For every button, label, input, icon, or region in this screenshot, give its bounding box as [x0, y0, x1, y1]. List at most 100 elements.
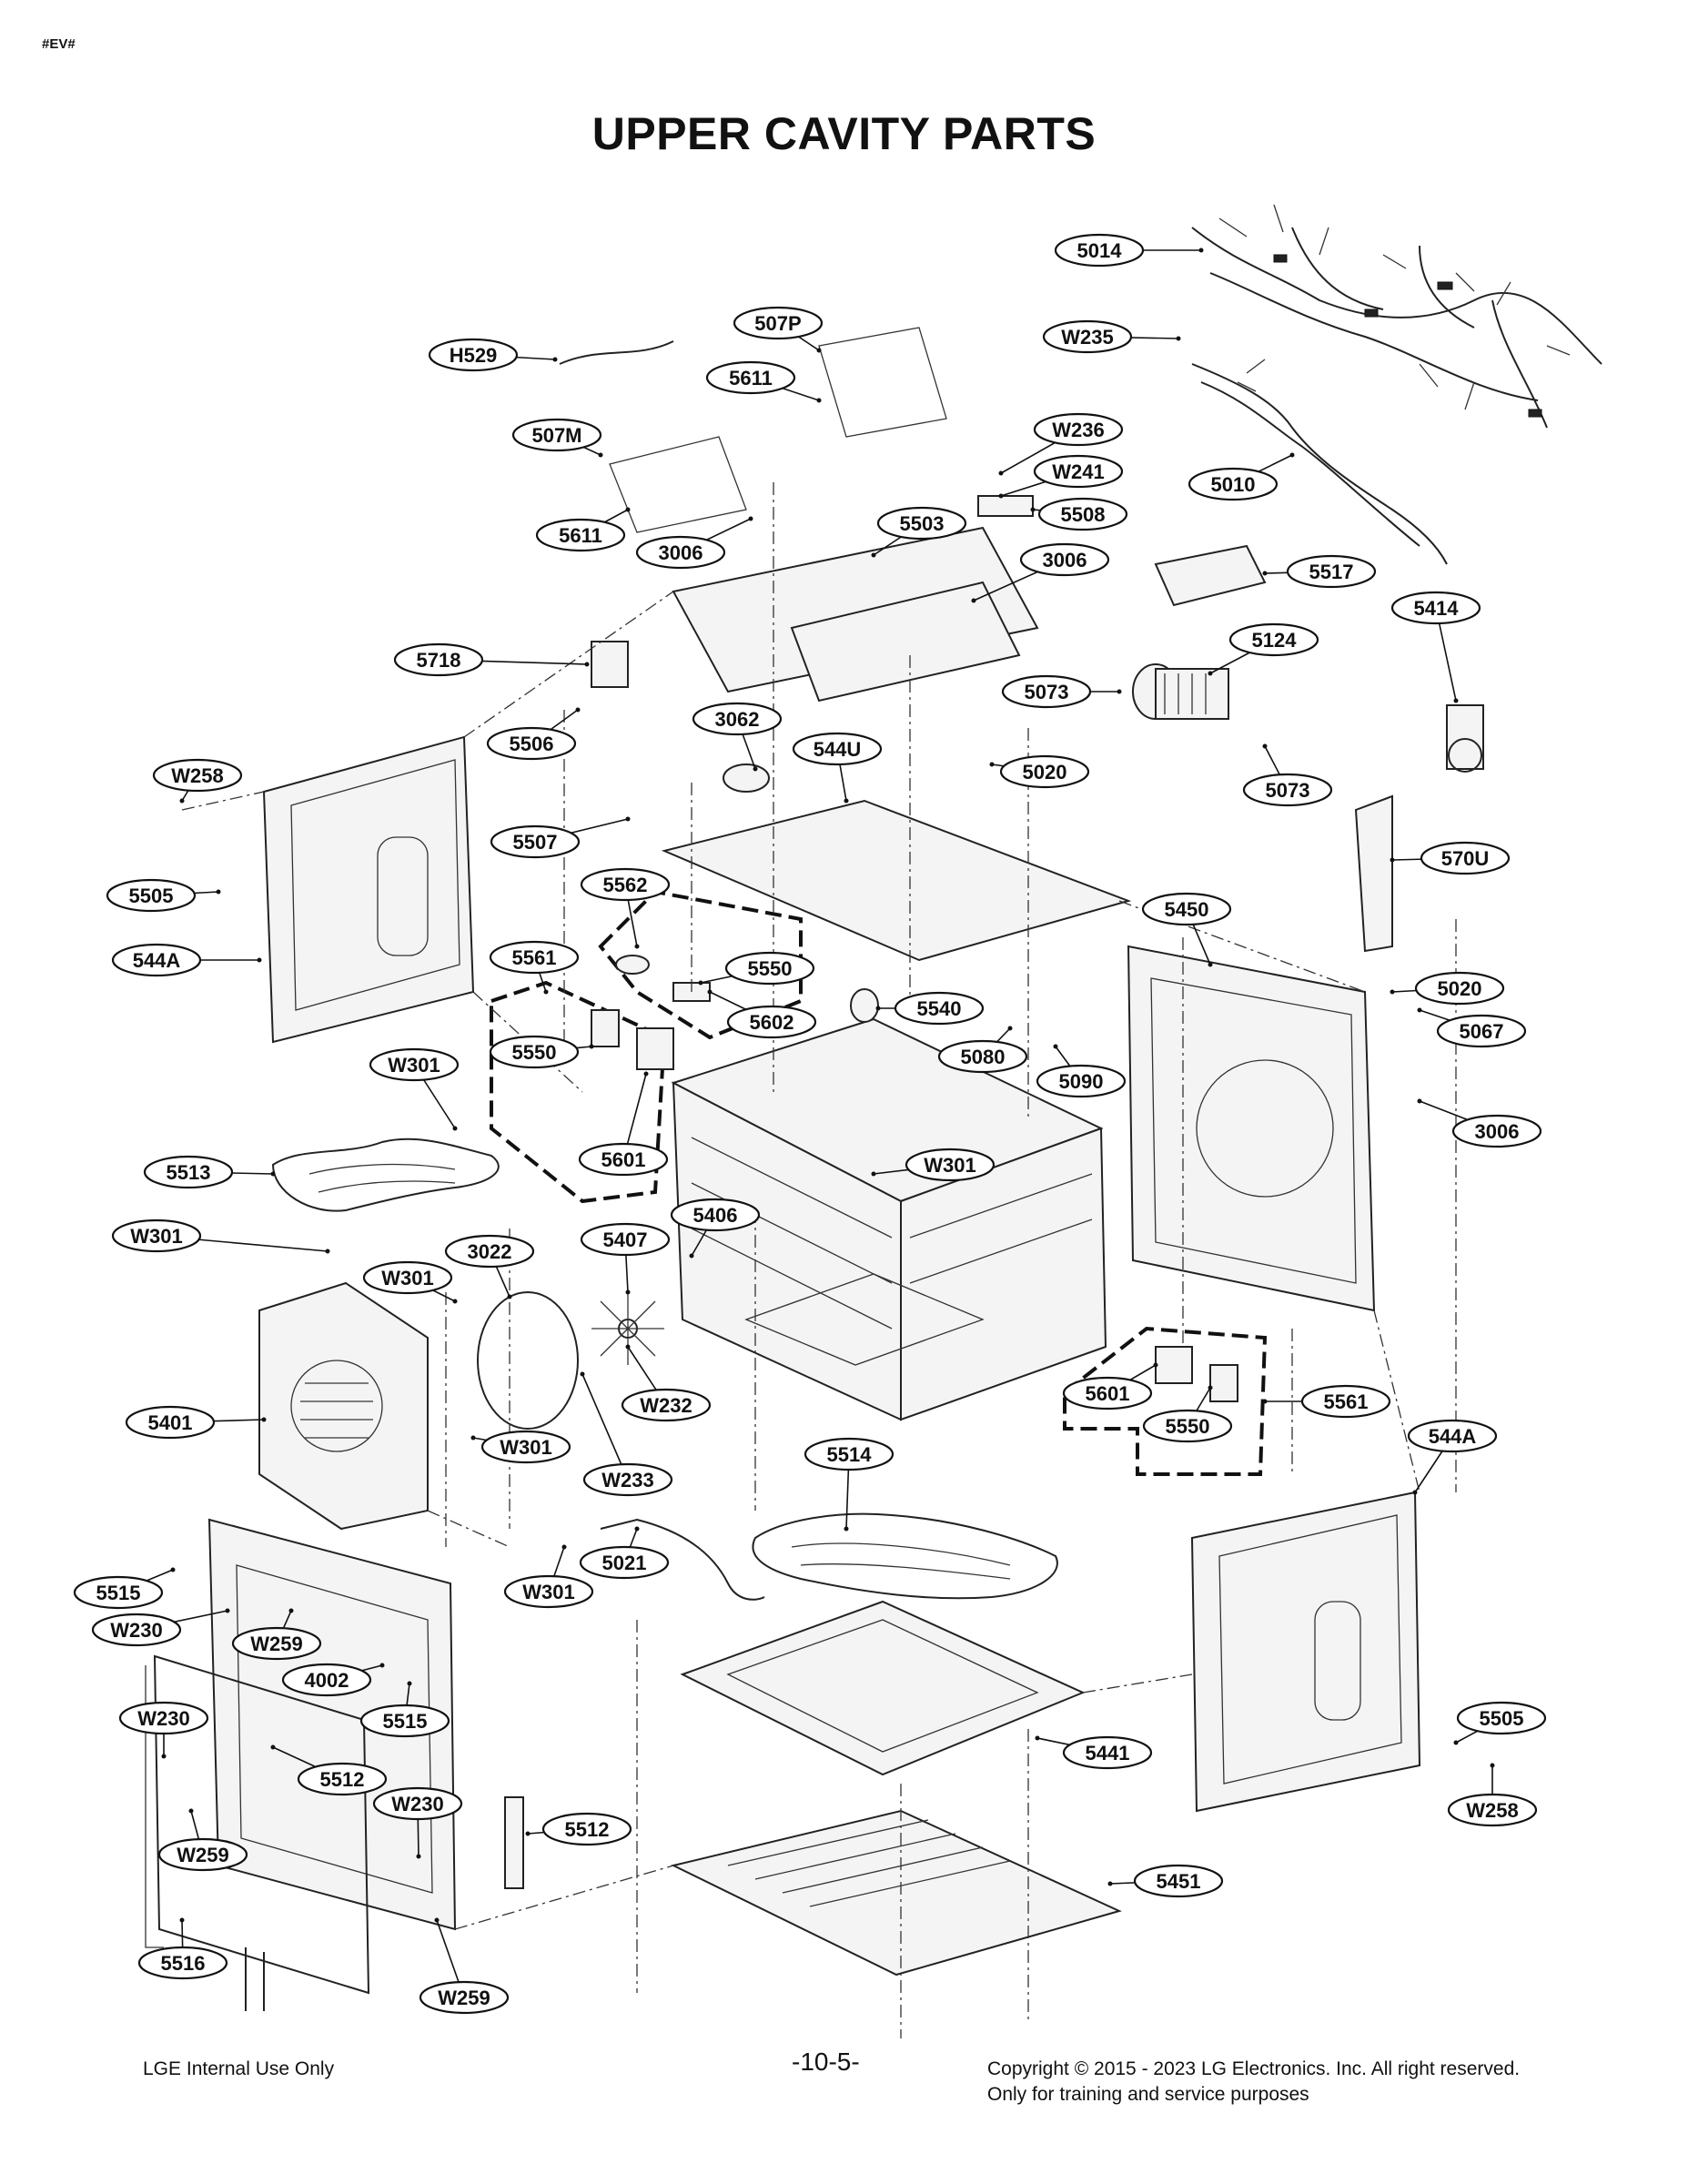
footer-internal-note: LGE Internal Use Only: [143, 2058, 335, 2079]
leader-line: [581, 1373, 629, 1481]
callout-5611: 5611: [535, 507, 631, 552]
leader-endpoint: [1007, 1026, 1013, 1031]
callout-bubble: [621, 1388, 712, 1422]
callout-w301: W301: [362, 1260, 458, 1304]
page-number: -10-5-: [792, 2048, 860, 2076]
callout-text: 507P: [754, 312, 801, 335]
callout-text: W236: [1052, 419, 1104, 441]
leader-endpoint: [270, 1171, 276, 1177]
callout-bubble: [1019, 542, 1110, 577]
callout-bubble: [1414, 971, 1505, 1006]
callout-w301: W301: [111, 1218, 330, 1254]
callout-text: 5601: [601, 1148, 646, 1171]
bracket-5512-small: [504, 1796, 524, 1889]
leader-endpoint: [634, 1526, 640, 1532]
callout-text: 5507: [513, 831, 558, 854]
callout-bubble: [486, 726, 577, 761]
callout-bubble: [1228, 622, 1319, 657]
callout-bubble: [143, 1155, 234, 1189]
callout-text: 5414: [1414, 597, 1460, 620]
callout-bubble: [1242, 773, 1333, 807]
callout-bubble: [369, 1047, 460, 1082]
page-title: UPPER CAVITY PARTS: [591, 108, 1097, 159]
callout-5601: 5601: [578, 1071, 669, 1177]
callout-text: 5450: [1165, 898, 1209, 921]
relay-5601-right: [1155, 1346, 1193, 1384]
callout-text: W258: [1466, 1799, 1518, 1822]
callout-text: 5401: [148, 1411, 193, 1434]
callout-text: 3006: [1043, 549, 1087, 571]
callout-bubble: [91, 1613, 182, 1647]
callout-text: W259: [177, 1844, 228, 1866]
leader-endpoint: [379, 1663, 385, 1668]
callout-bubble: [582, 1462, 673, 1497]
callout-5067: 5067: [1417, 1007, 1527, 1048]
leader-endpoint: [1412, 1490, 1418, 1495]
callout-bubble: [579, 1545, 670, 1580]
callout-h529: H529: [428, 338, 558, 372]
callout-bubble: [489, 1035, 580, 1069]
callout-5550: 5550: [489, 1035, 594, 1069]
fan-motor-5124: [1132, 663, 1229, 720]
callout-text: 5090: [1059, 1070, 1104, 1093]
side-panel-left-544a: [262, 735, 475, 1044]
callout-bubble: [1141, 892, 1232, 926]
callout-3006: 3006: [1417, 1098, 1542, 1148]
callout-text: 4002: [305, 1669, 349, 1692]
leader-endpoint: [552, 357, 558, 362]
leader-endpoint: [1030, 507, 1036, 512]
latch-5414: [1446, 704, 1484, 773]
callout-bubble: [804, 1437, 895, 1471]
callout-bubble: [894, 991, 985, 1026]
wire-harness-5010: [1191, 359, 1448, 565]
callout-text: W230: [391, 1793, 443, 1815]
callout-text: 5512: [565, 1818, 610, 1841]
callout-w230: W230: [118, 1701, 209, 1759]
relay-5601-left: [636, 1027, 674, 1070]
leader-endpoint: [1417, 1098, 1422, 1104]
bottom-panel-5451: [671, 1809, 1122, 1977]
callout-text: 570U: [1441, 847, 1490, 870]
fan-blade-5407: [591, 1292, 664, 1365]
callout-text: 5611: [729, 367, 773, 389]
callout-bubble: [125, 1405, 216, 1440]
switch-5550-left: [591, 1009, 620, 1047]
leader-endpoint: [625, 1289, 631, 1295]
callout-544a: 544A: [111, 943, 262, 977]
callout-3062: 3062: [692, 702, 783, 772]
callout-text: 5540: [917, 997, 962, 1020]
callout-text: W259: [250, 1633, 302, 1655]
callout-5512: 5512: [525, 1812, 632, 1846]
callout-text: W259: [438, 1987, 490, 2009]
callout-w241: W241: [998, 454, 1124, 499]
callout-bubble: [372, 1786, 463, 1821]
callout-bubble: [480, 1430, 571, 1464]
callout-5414: 5414: [1390, 591, 1481, 703]
copyright-block: Copyright © 2015 - 2023 LG Electronics. …: [987, 2057, 1520, 2108]
leader-endpoint: [261, 1417, 267, 1422]
callout-5020: 5020: [989, 754, 1090, 789]
callout-5507: 5507: [490, 816, 631, 859]
leader-endpoint: [1262, 571, 1268, 576]
callout-text: 5561: [1324, 1390, 1369, 1413]
callout-text: 5124: [1252, 629, 1298, 652]
callout-text: 5508: [1061, 503, 1106, 526]
leader-endpoint: [1453, 1740, 1459, 1745]
callout-text: 5073: [1025, 681, 1069, 703]
callout-bubble: [444, 1234, 535, 1269]
callout-5601: 5601: [1062, 1362, 1158, 1410]
callout-text: W301: [924, 1154, 975, 1177]
callout-bubble: [1033, 412, 1124, 447]
callout-5516: 5516: [137, 1917, 228, 1980]
door-seal-frame-5516: [145, 1654, 370, 2011]
callout-text: 5406: [693, 1204, 738, 1227]
callout-5561: 5561: [489, 940, 580, 995]
callout-w236: W236: [998, 412, 1124, 476]
callout-text: 5020: [1438, 977, 1482, 1000]
callout-5517: 5517: [1262, 554, 1377, 589]
callout-text: W232: [640, 1394, 692, 1417]
callout-507p: 507P: [733, 306, 824, 353]
callout-4002: 4002: [281, 1663, 385, 1697]
leader-endpoint: [270, 1744, 276, 1750]
duct-570u: [1354, 794, 1393, 953]
